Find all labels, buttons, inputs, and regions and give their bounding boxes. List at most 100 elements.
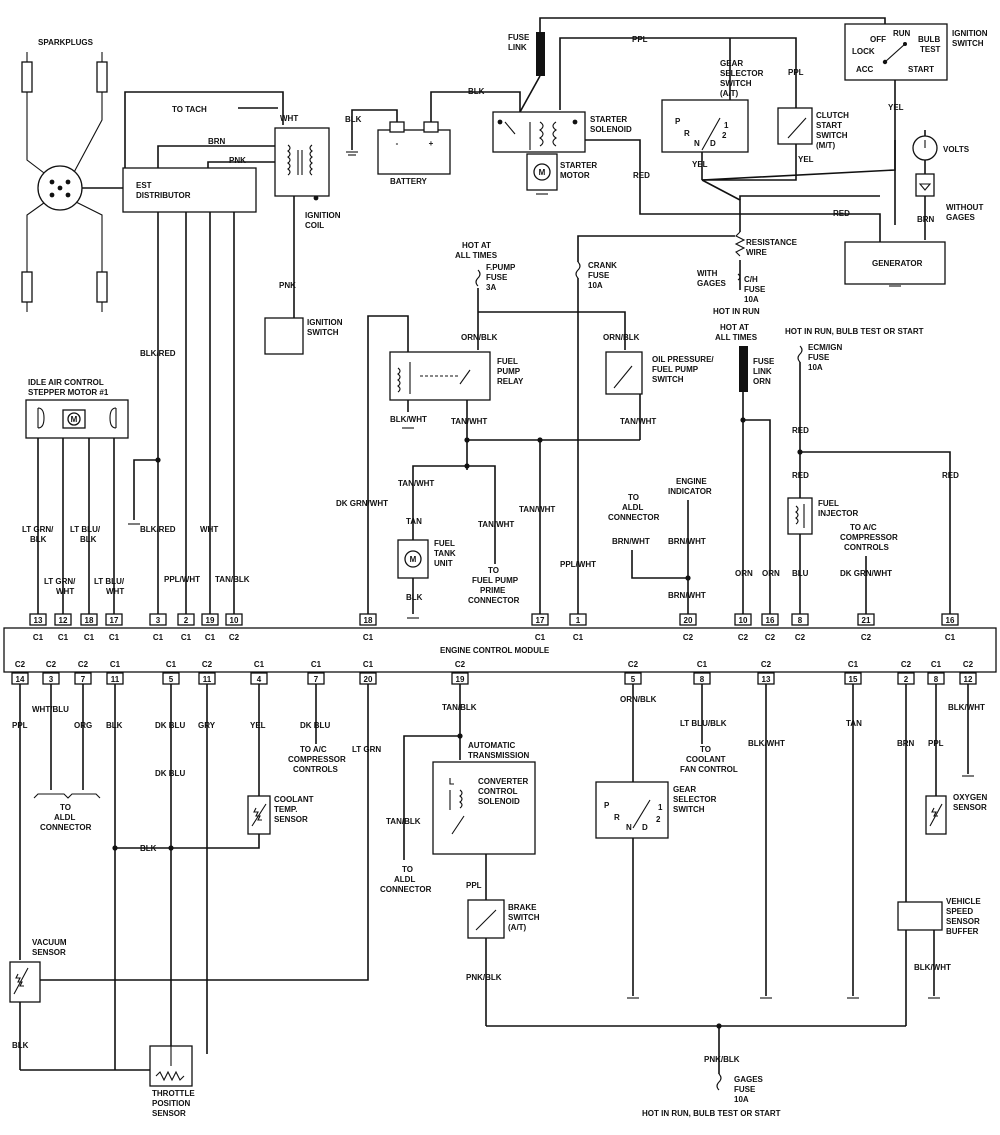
svg-text:BRN/WHT: BRN/WHT	[668, 591, 706, 600]
svg-text:BLK/WHT: BLK/WHT	[948, 703, 985, 712]
svg-text:SENSOR: SENSOR	[152, 1109, 186, 1118]
svg-text:BLK/RED: BLK/RED	[140, 349, 176, 358]
svg-text:BRN: BRN	[208, 137, 226, 146]
generator: GENERATOR RED RED	[585, 139, 946, 287]
svg-text:SWITCH: SWITCH	[652, 375, 684, 384]
svg-text:D: D	[710, 139, 716, 148]
svg-text:D: D	[642, 823, 648, 832]
svg-text:SOLENOID: SOLENOID	[590, 125, 632, 134]
ecm-pin-number: 3	[156, 616, 161, 625]
svg-text:EST: EST	[136, 181, 152, 190]
ecm-pin-number: 2	[904, 675, 909, 684]
svg-text:CLUTCH: CLUTCH	[816, 111, 849, 120]
svg-text:MOTOR: MOTOR	[560, 171, 590, 180]
svg-text:BUFFER: BUFFER	[946, 927, 979, 936]
svg-text:SWITCH: SWITCH	[816, 131, 848, 140]
svg-text:DK BLU: DK BLU	[300, 721, 330, 730]
gear-selector-switch-top: GEAR SELECTOR SWITCH (A/T) P R N D 2 1 Y…	[661, 59, 764, 180]
svg-text:TO A/C: TO A/C	[300, 745, 327, 754]
svg-text:TAN/WHT: TAN/WHT	[519, 505, 555, 514]
ecm-pin-connector: C2	[795, 633, 806, 642]
svg-text:LT GRN: LT GRN	[352, 745, 381, 754]
distributor-cap	[37, 165, 83, 211]
ecm-pin-number: 20	[364, 675, 373, 684]
svg-text:TO TACH: TO TACH	[172, 105, 207, 114]
svg-text:SWITCH: SWITCH	[673, 805, 705, 814]
brake-switch: BRAKE SWITCH (A/T) PNK/BLK PNK/BLK GAGES…	[466, 899, 906, 1118]
ecm-pin-connector: C2	[765, 633, 776, 642]
svg-text:WHT: WHT	[200, 525, 218, 534]
svg-text:TO A/C: TO A/C	[850, 523, 877, 532]
svg-text:ORN: ORN	[735, 569, 753, 578]
svg-text:GRY: GRY	[198, 721, 216, 730]
ecm-pin-connector: C1	[153, 633, 164, 642]
svg-text:ALL TIMES: ALL TIMES	[715, 333, 758, 342]
ecm-pin-number: 8	[934, 675, 939, 684]
starter-motor: M STARTER MOTOR	[526, 153, 597, 195]
ecm-pin-number: 19	[456, 675, 465, 684]
svg-text:RESISTANCE: RESISTANCE	[746, 238, 798, 247]
ecm-pin-number: 18	[85, 616, 94, 625]
svg-text:LT BLU/: LT BLU/	[94, 577, 125, 586]
svg-text:CONNECTOR: CONNECTOR	[468, 596, 520, 605]
svg-text:TAN/WHT: TAN/WHT	[398, 479, 434, 488]
svg-text:TAN/WHT: TAN/WHT	[478, 520, 514, 529]
svg-text:ACC: ACC	[856, 65, 874, 74]
est-distributor: EST DISTRIBUTOR TO TACH BRN PNK	[82, 91, 284, 213]
ecm-pin-number: 4	[257, 675, 262, 684]
svg-text:HOT AT: HOT AT	[462, 241, 491, 250]
ecm-pin: 1C1	[569, 613, 587, 642]
ignition-switch-top: IGNITION SWITCH OFF RUN BULB TEST LOCK A…	[701, 23, 988, 225]
svg-text:BLK: BLK	[106, 721, 123, 730]
ecm-pin-connector: C2	[229, 633, 240, 642]
svg-text:START: START	[816, 121, 842, 130]
ecm-pin-number: 10	[739, 616, 748, 625]
svg-text:TANK: TANK	[434, 549, 456, 558]
svg-text:SENSOR: SENSOR	[946, 917, 980, 926]
ecm-pin-number: 20	[684, 616, 693, 625]
vehicle-speed-sensor-buffer: BRN VEHICLE SPEED SENSOR BUFFER BLK/WHT	[897, 684, 981, 1026]
svg-text:P: P	[675, 117, 681, 126]
ecm-pin-connector: C2	[15, 660, 26, 669]
svg-text:TO: TO	[700, 745, 711, 754]
svg-text:WITHOUT: WITHOUT	[946, 203, 983, 212]
fuel-injector: FUEL INJECTOR BLU	[787, 497, 859, 614]
ecm-pin-number: 11	[111, 675, 120, 684]
svg-text:INDICATOR: INDICATOR	[668, 487, 712, 496]
svg-text:COMPRESSOR: COMPRESSOR	[288, 755, 346, 764]
ecm-pin-connector: C1	[697, 660, 708, 669]
ecm-pin-connector: C2	[455, 660, 466, 669]
svg-text:GEAR: GEAR	[720, 59, 743, 68]
svg-text:(A/T): (A/T)	[720, 89, 739, 98]
svg-text:GAGES: GAGES	[946, 213, 976, 222]
sparkplugs-label: SPARKPLUGS	[38, 38, 94, 47]
svg-text:RED: RED	[942, 471, 959, 480]
svg-text:FUSE: FUSE	[588, 271, 610, 280]
ecm-pin-connector: C2	[901, 660, 912, 669]
ecm-pin-connector: C1	[205, 633, 216, 642]
svg-text:LT GRN/: LT GRN/	[44, 577, 76, 586]
spark-plug-icon	[96, 262, 108, 312]
svg-text:OXYGEN: OXYGEN	[953, 793, 987, 802]
svg-text:BRN/WHT: BRN/WHT	[668, 537, 706, 546]
svg-text:RED: RED	[792, 426, 809, 435]
svg-text:+: +	[429, 139, 434, 148]
svg-text:FUEL: FUEL	[434, 539, 455, 548]
svg-text:IGNITION: IGNITION	[307, 318, 343, 327]
svg-text:BRN: BRN	[897, 739, 915, 748]
ecm-pin-number: 21	[862, 616, 871, 625]
svg-text:CONNECTOR: CONNECTOR	[40, 823, 92, 832]
ecm-pin-number: 1	[576, 616, 581, 625]
svg-text:ALDL: ALDL	[54, 813, 75, 822]
svg-text:TEMP.: TEMP.	[274, 805, 297, 814]
clutch-start-switch: CLUTCH START SWITCH (M/T) YEL	[702, 107, 849, 181]
svg-text:INJECTOR: INJECTOR	[818, 509, 859, 518]
fuel-tank-unit: M FUEL TANK UNIT BLK DK GRN/WHT	[336, 499, 456, 619]
svg-text:TAN: TAN	[846, 719, 862, 728]
svg-text:FUEL PUMP: FUEL PUMP	[652, 365, 699, 374]
ecm-pin-number: 19	[206, 616, 215, 625]
svg-text:AUTOMATIC: AUTOMATIC	[468, 741, 515, 750]
